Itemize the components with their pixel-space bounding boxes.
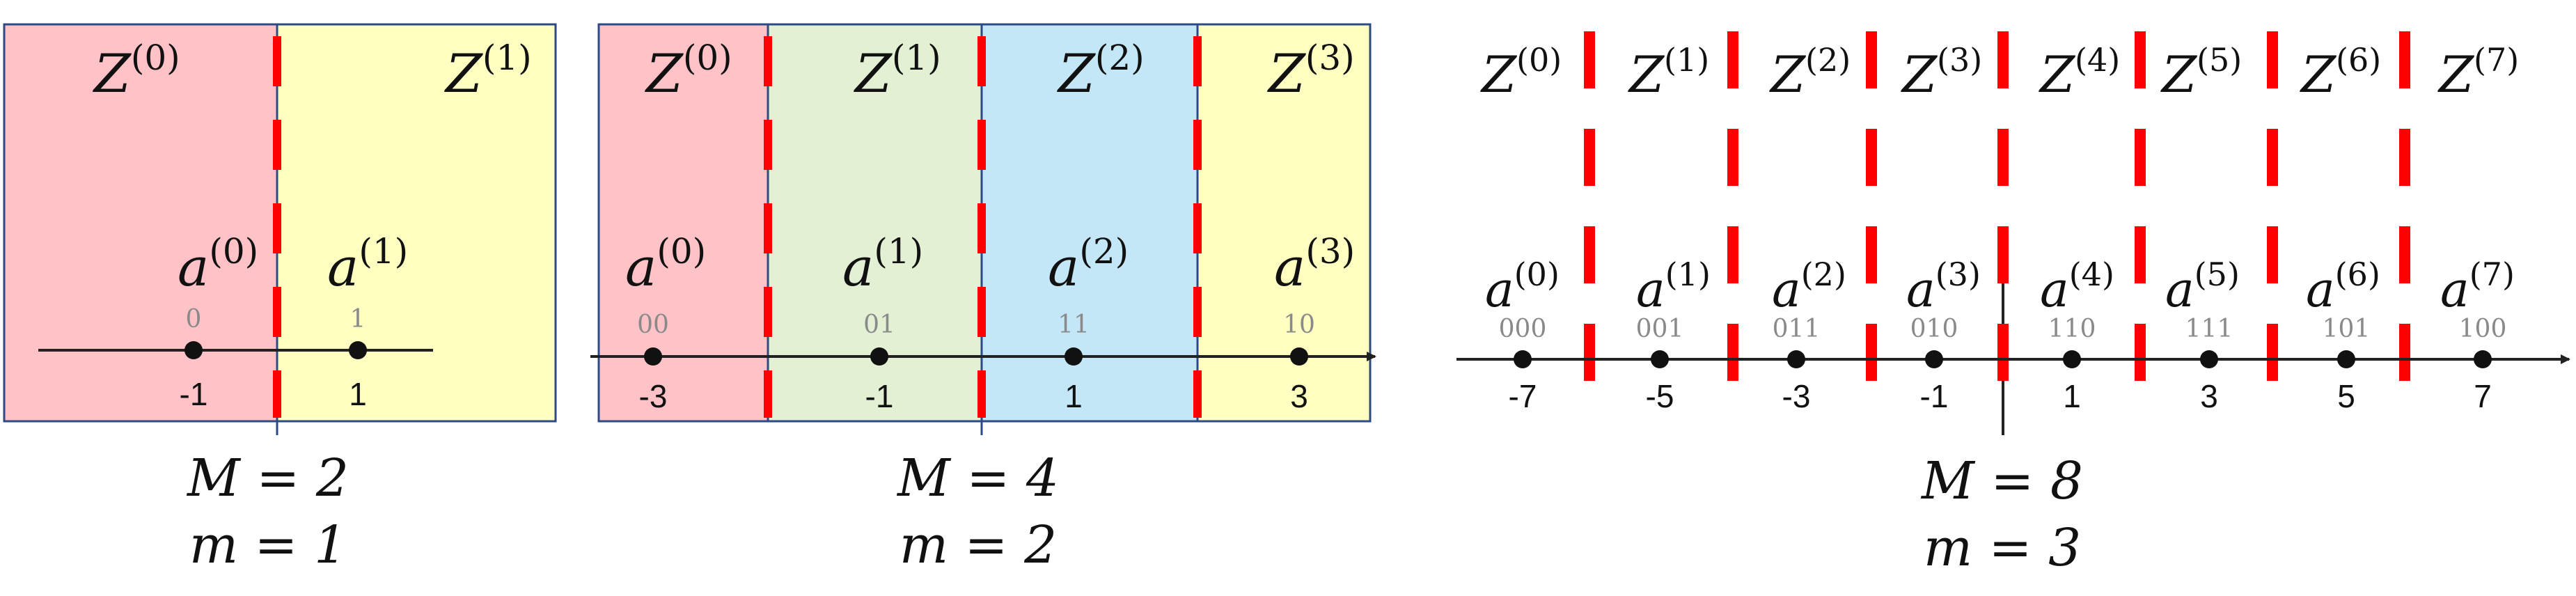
point-label-a5: a(5) bbox=[2165, 256, 2240, 318]
bit-label: 1 bbox=[350, 305, 366, 334]
constellation-point bbox=[184, 341, 203, 359]
point-value: -1 bbox=[865, 378, 894, 414]
bit-label: 010 bbox=[1910, 315, 1958, 343]
region-z0-fill bbox=[4, 24, 277, 421]
region-label-z1: Z(1) bbox=[1628, 41, 1709, 104]
constellation-point bbox=[1290, 347, 1308, 366]
point-value: -3 bbox=[1782, 378, 1811, 414]
constellation-point bbox=[2474, 350, 2492, 368]
bit-label: 101 bbox=[2323, 315, 2371, 343]
panel-m4: Z(0) Z(1) Z(2) Z(3) a(0) a(1) a(2) a(3) … bbox=[590, 23, 1376, 575]
point-label-a0: a(0) bbox=[1485, 256, 1560, 318]
bit-label: 111 bbox=[2185, 315, 2233, 343]
region-label-z6: Z(6) bbox=[2300, 41, 2381, 104]
region-label-z3: Z(3) bbox=[1901, 41, 1982, 104]
region-label-z4: Z(4) bbox=[2039, 41, 2120, 104]
point-value: 1 bbox=[2063, 378, 2081, 414]
caption-m: m = 2 bbox=[900, 515, 1057, 575]
point-label-a3: a(3) bbox=[1906, 256, 1981, 318]
panel-frame bbox=[597, 23, 1372, 423]
point-label-a4: a(4) bbox=[2040, 256, 2114, 318]
constellation-point bbox=[1514, 350, 1532, 368]
point-value: -1 bbox=[1920, 378, 1949, 414]
region-label-z5: Z(5) bbox=[2160, 41, 2242, 104]
bit-label: 00 bbox=[637, 311, 669, 339]
bit-label: 001 bbox=[1636, 315, 1684, 343]
point-value: -5 bbox=[1646, 378, 1674, 414]
caption-M: M = 8 bbox=[1920, 451, 2083, 511]
caption-m: m = 3 bbox=[1924, 518, 2081, 578]
constellation-point bbox=[1651, 350, 1669, 368]
region-label-z2: Z(2) bbox=[1769, 41, 1851, 104]
panel-m2: Z(0) Z(1) a(0) a(1) 0 1 -1 1 M = 2 m = 1 bbox=[3, 23, 557, 575]
constellation-point bbox=[1787, 350, 1805, 368]
point-value: 7 bbox=[2474, 378, 2492, 414]
constellation-point bbox=[1065, 347, 1083, 366]
point-label-a1: a(1) bbox=[1636, 256, 1711, 318]
point-value: -1 bbox=[180, 376, 208, 412]
bit-label: 0 bbox=[186, 305, 202, 334]
caption-M: M = 2 bbox=[186, 448, 349, 508]
constellation-point bbox=[644, 347, 662, 366]
caption-M: M = 4 bbox=[896, 448, 1059, 508]
region-label-z7: Z(7) bbox=[2437, 41, 2519, 104]
point-value: 3 bbox=[2200, 378, 2218, 414]
point-value: 5 bbox=[2337, 378, 2355, 414]
bit-label: 100 bbox=[2459, 315, 2507, 343]
bit-label: 110 bbox=[2048, 315, 2096, 343]
region-label-z0: Z(0) bbox=[1480, 41, 1562, 104]
point-label-a7: a(7) bbox=[2440, 256, 2515, 318]
point-value: 1 bbox=[349, 376, 367, 412]
bit-label: 000 bbox=[1499, 315, 1547, 343]
panel-m8: Z(0) Z(1) Z(2) Z(3) Z(4) Z(5) Z(6) Z(7) … bbox=[1456, 31, 2570, 578]
point-label-a2: a(2) bbox=[1772, 256, 1846, 318]
constellation-point bbox=[2337, 350, 2355, 368]
point-value: 1 bbox=[1065, 378, 1083, 414]
bit-label: 01 bbox=[863, 311, 895, 339]
region-z1-fill bbox=[277, 24, 556, 421]
region-z0-fill bbox=[599, 24, 768, 421]
point-label-a6: a(6) bbox=[2306, 256, 2380, 318]
point-value: -3 bbox=[639, 378, 668, 414]
constellation-point bbox=[870, 347, 888, 366]
caption-m: m = 1 bbox=[189, 515, 347, 575]
point-value: -7 bbox=[1509, 378, 1537, 414]
constellation-point bbox=[2200, 350, 2218, 368]
constellation-point bbox=[349, 341, 367, 359]
bit-label: 10 bbox=[1283, 311, 1315, 339]
bit-label: 11 bbox=[1058, 311, 1090, 339]
panel-frame bbox=[3, 23, 557, 423]
bit-label: 011 bbox=[1773, 315, 1821, 343]
constellation-point bbox=[2063, 350, 2081, 368]
point-value: 3 bbox=[1290, 378, 1308, 414]
constellation-point bbox=[1925, 350, 1943, 368]
